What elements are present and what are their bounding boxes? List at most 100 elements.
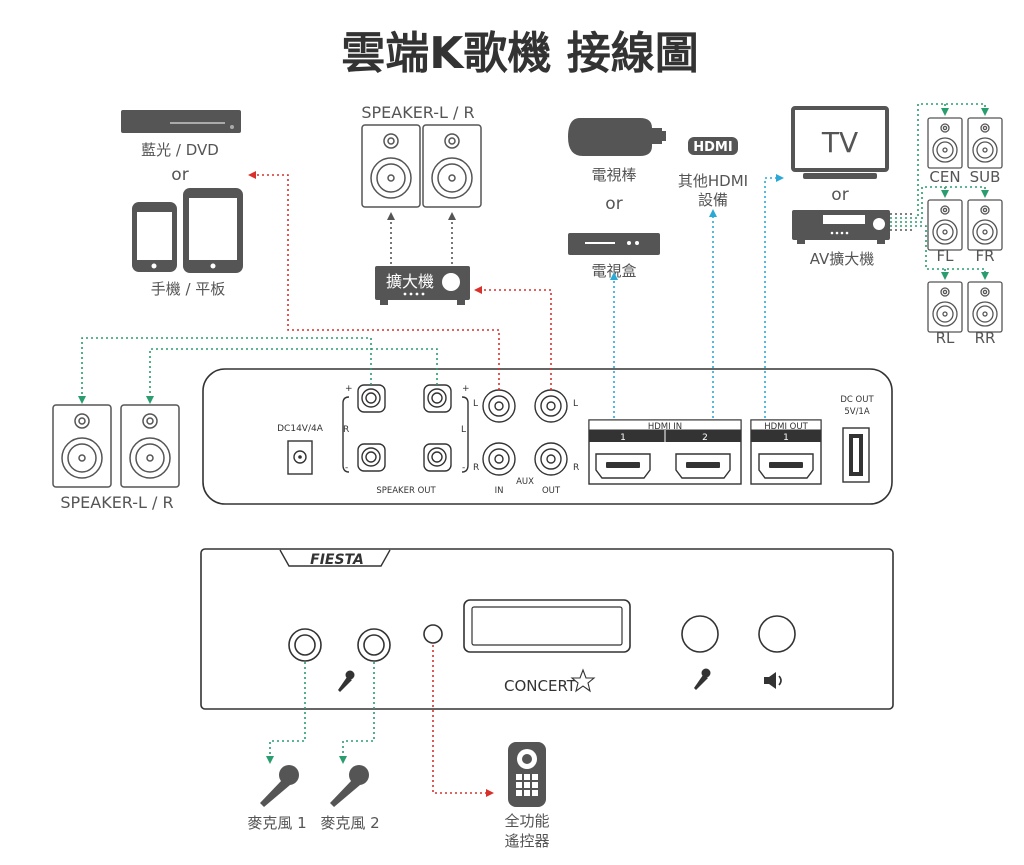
line-aux-in-to-bluray xyxy=(254,174,500,390)
remote-key xyxy=(516,790,522,796)
hdmi-in-port-1 xyxy=(595,453,651,479)
remote-key xyxy=(516,774,522,780)
mic-1-icon xyxy=(260,765,299,807)
arrow-tv-box xyxy=(610,272,618,280)
remote-key xyxy=(532,774,538,780)
remote-label-1: 全功能 xyxy=(504,812,549,830)
arrow-bluray xyxy=(248,171,256,179)
dc-out-label-1: DC OUT xyxy=(840,395,874,405)
arrow-sub xyxy=(981,108,989,116)
speaker-fr xyxy=(967,199,1003,251)
line-av-top xyxy=(890,103,986,219)
surround-label-sub: SUB xyxy=(970,168,1001,186)
mic-jacks xyxy=(288,624,443,662)
arrow-speaker-top-1 xyxy=(387,212,395,220)
phone-tablet-label: 手機 / 平板 xyxy=(151,280,226,298)
arrow-tv xyxy=(776,174,784,182)
aux-in-r: R xyxy=(473,463,479,473)
speaker-top-left xyxy=(361,124,421,208)
surround-speakers xyxy=(927,117,1003,333)
hdmi-in-1-label: 1 xyxy=(620,433,626,443)
or-text-1: or xyxy=(171,165,188,185)
concert-label: CONCERT xyxy=(504,677,577,695)
tv-stick-label: 電視棒 xyxy=(591,166,636,184)
aux-label: AUX xyxy=(516,477,534,487)
line-aux-out-to-amp xyxy=(480,289,552,390)
speaker-rl xyxy=(927,281,963,333)
mic-2-icon xyxy=(330,765,369,807)
remote-key xyxy=(524,790,530,796)
surround-label-cen: CEN xyxy=(929,168,960,186)
line-speaker-out-left-1 xyxy=(81,337,372,398)
surround-label-rr: RR xyxy=(975,329,996,347)
arrow-mic-1 xyxy=(266,756,274,764)
speaker-top-right xyxy=(422,124,482,208)
arrowheads xyxy=(78,108,989,797)
remote-key xyxy=(532,782,538,788)
speaker-minus-1: - xyxy=(345,463,348,473)
speaker-minus-2: - xyxy=(462,463,465,473)
remote-key xyxy=(524,782,530,788)
arrow-rl xyxy=(941,272,949,280)
hdmi-other-label-1: 其他HDMI xyxy=(678,172,748,190)
av-amplifier-label: AV擴大機 xyxy=(810,250,875,268)
speaker-left-label: SPEAKER-L / R xyxy=(60,493,173,512)
surround-label-rl: RL xyxy=(936,329,955,347)
speaker-rr xyxy=(967,281,1003,333)
aux-in-label: IN xyxy=(495,486,504,496)
arrow-mic-2 xyxy=(339,756,347,764)
line-mic-1 xyxy=(269,662,306,758)
speaker-left-left xyxy=(52,404,112,488)
bluray-label: 藍光 / DVD xyxy=(141,141,219,159)
arrow-hdmi-other xyxy=(709,209,717,217)
speaker-fl xyxy=(927,199,963,251)
microphone-icon xyxy=(338,670,355,692)
hdmi-other-label-2: 設備 xyxy=(698,191,728,209)
hdmi-out-port xyxy=(758,453,814,479)
display-window xyxy=(463,599,631,653)
speaker-l-label: L xyxy=(461,425,466,435)
usb-port xyxy=(842,427,870,483)
remote-key xyxy=(516,782,522,788)
surround-label-fr: FR xyxy=(975,247,994,265)
surround-label-fl: FL xyxy=(937,247,955,265)
aux-in-l: L xyxy=(473,399,478,409)
arrow-amp xyxy=(474,286,482,294)
aux-out-r: R xyxy=(573,463,579,473)
arrow-remote xyxy=(486,789,494,797)
arrow-cen xyxy=(941,108,949,116)
remote-label-2: 遙控器 xyxy=(504,832,549,850)
speaker-sub xyxy=(967,117,1003,169)
knob-microphone-icon xyxy=(694,668,711,690)
phone-icon xyxy=(132,202,177,272)
arrow-speaker-left-1 xyxy=(78,396,86,404)
star-icon xyxy=(570,668,596,693)
dc-in-jack xyxy=(287,440,313,475)
speaker-plus-1: + xyxy=(345,384,353,394)
arrow-fl xyxy=(941,190,949,198)
hdmi-in-label: HDMI IN xyxy=(648,422,682,432)
bluray-player xyxy=(121,110,241,133)
remote-key xyxy=(532,790,538,796)
hdmi-in-2-label: 2 xyxy=(702,433,708,443)
remote-icon xyxy=(508,742,546,807)
hdmi-out-1-label: 1 xyxy=(783,433,789,443)
dc-in-label: DC14V/4A xyxy=(277,424,324,434)
remote-key xyxy=(524,774,530,780)
arrow-rr xyxy=(981,272,989,280)
dc-out-label-2: 5V/1A xyxy=(844,407,869,417)
av-amplifier xyxy=(792,210,890,244)
aux-out-label: OUT xyxy=(542,486,561,496)
speaker-plus-2: + xyxy=(462,384,470,394)
aux-out-l: L xyxy=(573,399,578,409)
amplifier xyxy=(375,266,470,305)
tv-icon xyxy=(791,106,889,179)
connection-lines xyxy=(81,103,986,794)
arrow-speaker-left-2 xyxy=(146,396,154,404)
amplifier-label: 擴大機 xyxy=(386,272,434,291)
or-text-3: or xyxy=(831,185,848,205)
tv-stick xyxy=(568,118,666,156)
mic-1-label: 麥克風 1 xyxy=(247,814,306,832)
speaker-r-label: R xyxy=(343,425,349,435)
